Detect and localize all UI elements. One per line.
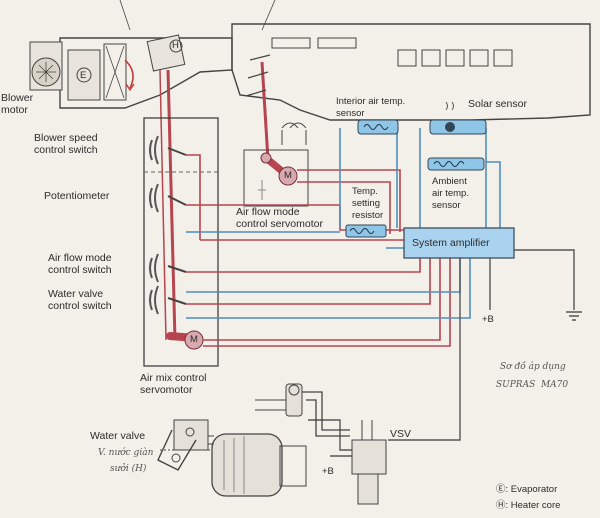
vent-2 — [317, 37, 357, 49]
blue-wiring — [186, 128, 501, 319]
vent-7 — [493, 49, 513, 67]
mode-linkage — [260, 61, 270, 161]
vent-6 — [469, 49, 489, 67]
dark-wiring — [308, 249, 582, 457]
air-flow-mode-switch-graphic — [149, 253, 187, 283]
temp-setting-resistor — [345, 224, 387, 238]
handwritten-note-right-2: SUPRAS MA70 — [496, 380, 569, 390]
label-vsv: VSV — [390, 428, 412, 440]
solar-sensor — [429, 119, 487, 135]
label-blower-speed-switch: Blower speed control switch — [34, 132, 98, 156]
potentiometer-graphic — [149, 183, 187, 213]
ambient-air-temp-sensor — [427, 157, 485, 171]
evaporator-mark: E — [80, 70, 87, 81]
handwritten-note-left-1: V. nước giàn — [98, 448, 154, 458]
control-panel-frame — [143, 117, 219, 367]
water-valve-body — [173, 419, 209, 451]
heater-core-mark: H — [172, 40, 179, 51]
label-potentiometer: Potentiometer — [44, 190, 110, 202]
vacuum-hose — [300, 391, 350, 431]
dashboard-outline — [231, 23, 591, 121]
label-air-flow-mode-switch: Air flow mode control switch — [48, 252, 112, 276]
duct-outline — [59, 37, 233, 109]
label-plus-b-right: +B — [482, 314, 494, 325]
air-flow-servo-housing — [243, 149, 309, 207]
label-blower-motor: Blower motor — [1, 92, 34, 116]
vent-5 — [445, 49, 465, 67]
system-amplifier-box — [403, 227, 515, 259]
label-air-flow-servomotor: Air flow mode control servomotor — [236, 206, 323, 230]
label-interior-sensor: Interior air temp. sensor — [336, 96, 406, 119]
label-temp-setting-resistor: Temp. setting resistor — [352, 186, 384, 221]
label-solar-sensor: Solar sensor — [468, 98, 527, 110]
label-water-valve-switch: Water valve control switch — [48, 288, 112, 312]
actuator-body — [211, 433, 283, 497]
air-mix-door-arrow — [124, 59, 134, 89]
air-mix-servo-mark: M — [190, 334, 198, 345]
interior-air-temp-sensor — [357, 119, 399, 135]
vent-3 — [397, 49, 417, 67]
label-system-amplifier: System amplifier — [412, 237, 490, 249]
filter-box — [103, 43, 127, 101]
label-plus-b-vsv: +B — [322, 466, 334, 477]
water-valve-switch-graphic — [149, 285, 187, 315]
vent-1 — [271, 37, 311, 49]
vent-4 — [421, 49, 441, 67]
air-mix-linkage — [166, 69, 177, 341]
label-air-mix-servomotor: Air mix control servomotor — [140, 372, 207, 396]
blower-speed-switch-graphic — [149, 135, 187, 165]
handwritten-note-left-2: sưởi (H) — [110, 464, 147, 474]
label-ambient-sensor: Ambient air temp. sensor — [432, 176, 469, 211]
heater-core — [146, 34, 186, 72]
air-flow-servo-mark: M — [284, 170, 292, 181]
vsv-body — [351, 439, 387, 475]
evaporator — [67, 49, 101, 101]
check-valve — [285, 383, 303, 417]
handwritten-note-right-1: Sơ đồ áp dụng — [500, 362, 566, 372]
legend-evaporator: Ⓔ: Evaporator — [496, 484, 558, 495]
air-flow-servomotor — [278, 166, 298, 186]
legend-heater-core: Ⓗ: Heater core — [496, 500, 561, 511]
label-water-valve: Water valve — [90, 430, 146, 442]
